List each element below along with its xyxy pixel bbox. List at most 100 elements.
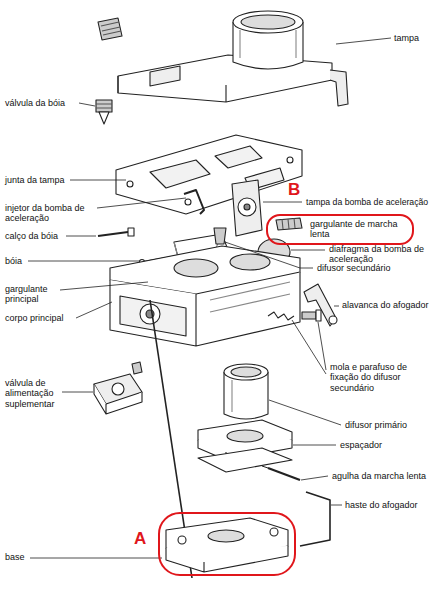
callout-letter: B: [288, 181, 300, 198]
primary-diffuser: [231, 380, 232, 412]
part-label: tampa da bomba de aceleração: [306, 197, 428, 207]
cover-gasket: [116, 135, 302, 214]
part-label: difusor primário: [345, 420, 407, 430]
part-label: haste do afogador: [345, 500, 418, 510]
leader-line: [334, 306, 339, 307]
float-shim: [98, 228, 134, 236]
leader-line: [70, 180, 126, 181]
throttle-base: [178, 536, 186, 544]
leader-line: [331, 505, 342, 506]
choke-rod: [300, 492, 330, 546]
part-label: bóia: [5, 256, 22, 266]
part-label: base: [5, 552, 25, 562]
main-body: [140, 304, 160, 324]
float-valve: [96, 100, 112, 124]
part-label: gargulante principal: [5, 284, 60, 305]
idle-jet: [276, 218, 302, 230]
part-label: mola e parafuso de fixação do difusor se…: [330, 362, 428, 393]
leader-line: [66, 236, 96, 237]
top-cover: [98, 11, 348, 106]
diffuser-spring-screw: [268, 312, 294, 320]
primary-diffuser: [231, 367, 261, 377]
part-label: corpo principal: [5, 313, 64, 323]
leader-line: [28, 261, 140, 262]
main-body: [230, 254, 270, 270]
main-body: [210, 282, 290, 312]
part-label: difusor secundário: [317, 263, 391, 273]
leader-line: [292, 320, 326, 374]
part-label: válvula da bóia: [5, 98, 65, 108]
leader-line: [76, 302, 112, 318]
part-label: válvula de alimentação suplementar: [5, 378, 61, 409]
top-cover: [240, 30, 296, 58]
part-label: diafragma da bomba de aceleração: [329, 244, 429, 265]
pump-cover: [238, 198, 256, 216]
choke-rod: [300, 492, 330, 546]
cover-gasket: [185, 199, 191, 205]
spacer: [227, 430, 263, 442]
part-label: tampa: [394, 33, 419, 43]
main-body: [174, 259, 218, 277]
primary-diffuser: [224, 364, 268, 380]
cover-gasket: [287, 157, 293, 163]
float-valve: [96, 100, 112, 112]
part-label: injetor da bomba de aceleração: [5, 203, 97, 224]
choke-lever: [329, 316, 337, 324]
throttle-base: [208, 530, 244, 542]
leader-line: [269, 400, 341, 425]
top-cover: [241, 15, 295, 29]
secondary-diffuser-pin: [214, 228, 226, 244]
leader-line: [225, 242, 313, 268]
throttle-base: [270, 528, 278, 536]
leader-line: [60, 282, 148, 290]
float-shim: [128, 228, 134, 236]
cover-gasket: [127, 181, 133, 187]
float-valve: [96, 104, 112, 108]
supplementary-valve: [112, 383, 124, 395]
idle-needle: [262, 466, 300, 480]
diffuser-spring-screw: [316, 310, 321, 321]
pump-cover: [232, 180, 262, 236]
leader-line: [97, 198, 186, 208]
cover-gasket: [150, 146, 284, 190]
callout-outline: Bgargulante de marcha lenta: [266, 214, 414, 245]
idle-jet: [282, 218, 295, 229]
idle-jet: [276, 218, 302, 230]
secondary-diffuser-pin: [214, 228, 226, 244]
top-cover: [101, 22, 121, 35]
diffuser-spring-screw: [302, 312, 316, 319]
part-label: espaçador: [340, 440, 382, 450]
choke-lever: [304, 284, 336, 326]
pump-cover: [232, 180, 262, 236]
leader-line: [30, 558, 162, 559]
leader-line: [301, 476, 328, 480]
pump-injector: [184, 190, 204, 214]
throttle-base: [166, 518, 288, 572]
top-cover: [233, 11, 303, 33]
callout-letter: A: [134, 530, 146, 547]
supplementary-valve: [94, 362, 142, 414]
pump-injector: [184, 190, 204, 214]
leader-line: [291, 250, 325, 251]
spacer: [198, 420, 292, 472]
part-label: alavanca do afogador: [342, 300, 429, 310]
cover-gasket: [116, 135, 302, 214]
float-valve: [99, 112, 109, 124]
leader-line: [336, 38, 391, 44]
leader-line: [62, 392, 93, 393]
part-label: junta da tampa: [5, 175, 65, 185]
idle-needle: [268, 468, 300, 480]
top-cover: [330, 70, 348, 106]
throttle-base: [166, 546, 288, 572]
leader-line: [293, 445, 336, 446]
primary-diffuser: [224, 364, 268, 419]
pump-cover: [244, 204, 250, 210]
leader-line: [79, 103, 95, 106]
part-label: calço da bóia: [5, 231, 58, 241]
callout-outline: A: [158, 512, 296, 576]
top-cover: [150, 66, 180, 86]
diffuser-spring-screw: [268, 310, 321, 321]
part-label: agulha da marcha lenta: [332, 471, 426, 481]
float-shim: [98, 232, 128, 236]
